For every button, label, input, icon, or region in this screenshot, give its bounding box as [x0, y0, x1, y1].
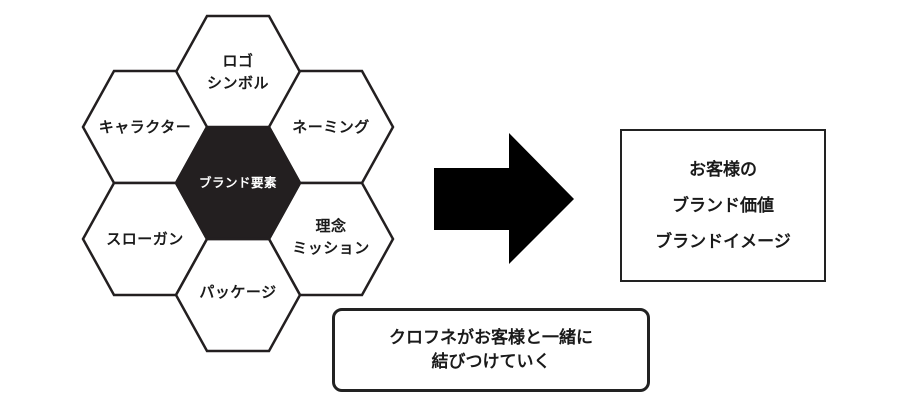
brand-value-box: お客様の ブランド価値 ブランドイメージ — [620, 129, 826, 282]
hex-label: ネーミング — [292, 118, 370, 136]
hex-slogan: スローガン — [106, 228, 184, 250]
message-box: クロフネがお客様と一緒に 結びつけていく — [332, 308, 650, 392]
hex-label: シンボル — [206, 74, 270, 92]
hex-philosophy-mission: 理念ミッション — [292, 215, 370, 259]
box-line: お客様の — [689, 159, 757, 180]
box-line: ブランドイメージ — [655, 231, 791, 252]
hex-label: ミッション — [292, 239, 370, 257]
hex-label: パッケージ — [199, 283, 277, 301]
hex-label: ブランド要素 — [198, 175, 278, 190]
hex-package: パッケージ — [199, 281, 276, 303]
message-line: 結びつけていく — [431, 352, 551, 372]
hex-naming: ネーミング — [292, 116, 370, 138]
hex-label: 理念 — [315, 217, 347, 235]
hex-shape-center — [174, 125, 302, 241]
message-line: クロフネがお客様と一緒に — [389, 328, 593, 348]
hex-label: キャラクター — [98, 118, 192, 136]
hex-label: スローガン — [106, 230, 184, 248]
hex-label: ロゴ — [222, 52, 254, 70]
box-line: ブランド価値 — [672, 195, 774, 216]
hex-logo-symbol: ロゴシンボル — [207, 50, 269, 94]
hex-character: キャラクター — [99, 116, 191, 138]
hex-brand-elements: ブランド要素 — [199, 172, 277, 194]
right-arrow — [434, 133, 574, 264]
